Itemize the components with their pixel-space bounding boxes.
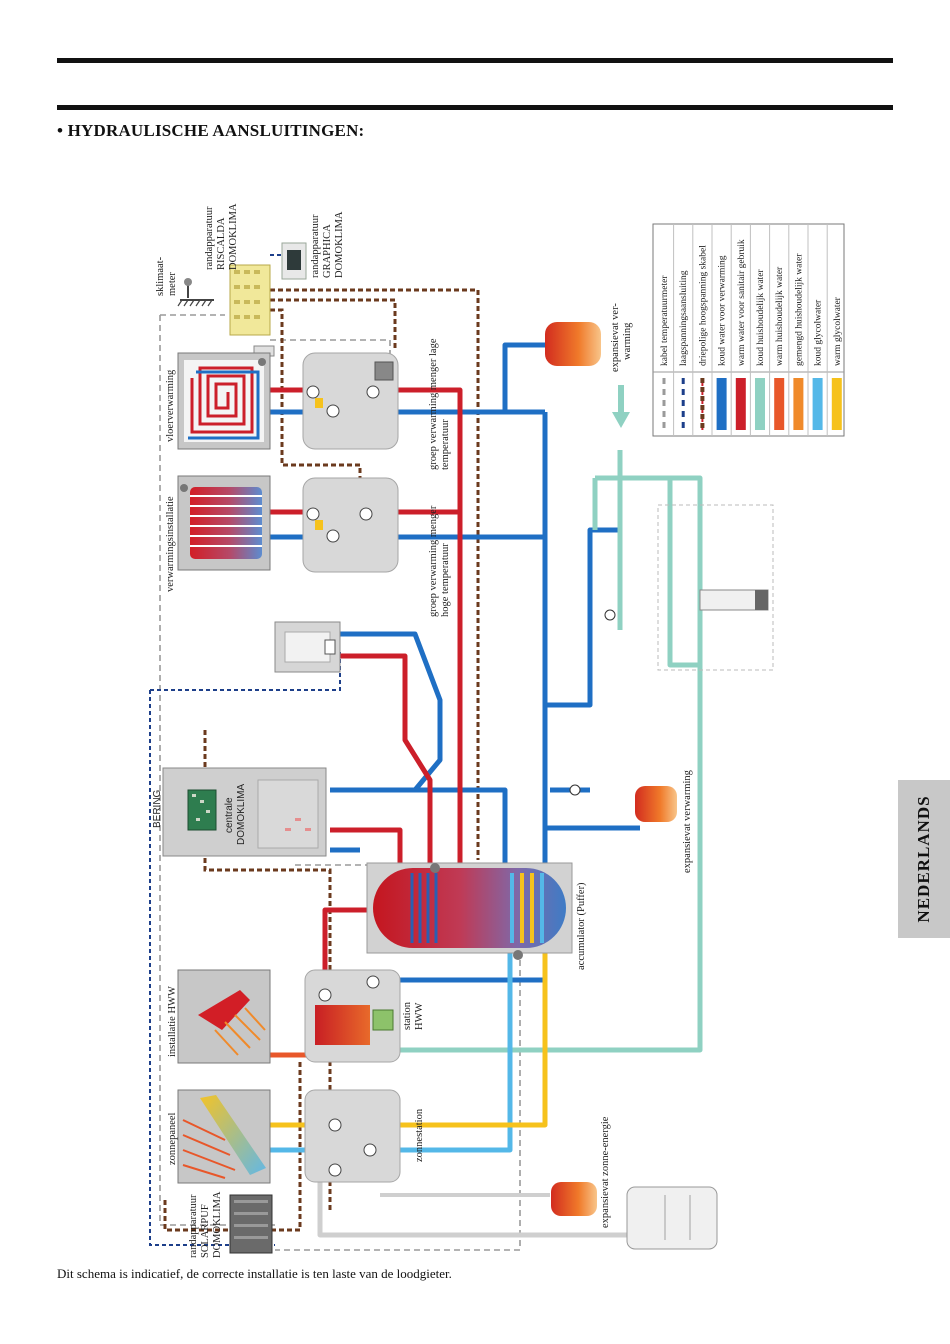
cold-heating-pipe	[502, 342, 545, 412]
radiator-panel	[177, 475, 271, 571]
expansion-vessel-top	[545, 322, 601, 366]
cold-domestic-pipe	[667, 478, 700, 668]
label-solarpuf: randapparatuur SOLARPUF DOMOKLIMA	[188, 1191, 223, 1258]
expansion-vessel-heating	[635, 786, 677, 822]
legend-item-label: warm glycolwater	[833, 296, 843, 366]
label-groep-lage: groep verwarming menger lage temperatuur	[428, 336, 451, 470]
footnote: Dit schema is indicatief, de correcte in…	[57, 1266, 452, 1281]
cold-heating-pipe	[545, 527, 620, 708]
label-riscalda: randapparatuur RISCALDA DOMOKLIMA	[204, 203, 239, 270]
legend-item-label: laagspanningsaansluiting	[679, 270, 689, 366]
label-bering: BERING	[152, 789, 163, 828]
riscalda-controller	[229, 264, 271, 336]
high-voltage-cable	[270, 308, 362, 490]
component-labels: randapparatuur RISCALDA DOMOKLIMA randap…	[152, 203, 693, 1258]
second-rule	[57, 105, 893, 110]
label-expansievat-zonne: expansievat zonne-energie	[600, 1116, 611, 1228]
hot-heating-pipe	[340, 653, 433, 865]
label-station-hww: station HWW	[402, 999, 425, 1030]
high-voltage-cable	[270, 288, 480, 860]
hydraulic-separator	[274, 621, 341, 673]
section-title: • HYDRAULISCHE AANSLUITINGEN:	[57, 121, 365, 140]
legend-item-label: koud huishoudelijk water	[756, 269, 766, 366]
label-accumulator: accumulator (Puffer)	[576, 882, 587, 970]
cold-heating-pipe	[330, 787, 508, 865]
label-graphica: randapparatuur GRAPHICA DOMOKLIMA	[310, 211, 345, 278]
mixer-group-low-temp	[302, 352, 399, 450]
legend-item-label: gemengd huishoudelijk water	[794, 253, 804, 366]
label-klimaatmeter: sklimaat- meter	[155, 254, 178, 296]
water-mixer-area	[657, 504, 774, 671]
label-groep-hoge: groep verwarming menger hoge temperatuur	[428, 503, 451, 617]
floor-heating-panel	[177, 352, 271, 450]
boiler-centrale	[162, 767, 327, 857]
label-verwarmingsinstallatie: verwarmingsinstallatie	[165, 496, 176, 592]
legend: kabel temperatuurmeter laagspanningsaansl…	[652, 223, 845, 437]
top-rule	[57, 58, 893, 63]
label-vloerverwarming: vloerverwarming	[165, 369, 176, 442]
hww-station	[304, 969, 401, 1063]
climate-meter-icon	[177, 278, 214, 307]
label-expansievat-top: expansievat ver- warming	[610, 300, 633, 372]
pressure-gauge-icon	[569, 784, 581, 796]
pressure-gauge-icon	[604, 609, 616, 621]
legend-item-label: koud glycolwater	[814, 299, 824, 366]
temperature-cable	[159, 315, 275, 1226]
expansion-vessel-solar	[551, 1182, 597, 1216]
language-label: NEDERLANDS	[914, 795, 933, 923]
graphica-thermostat	[281, 242, 307, 280]
accumulator-tank	[366, 862, 573, 960]
legend-item-label: koud water voor verwarming	[718, 255, 728, 366]
label-zonnestation: zonnestation	[414, 1108, 425, 1162]
hww-installation	[177, 969, 271, 1064]
legend-item-label: driepolige hoogspanning skabel	[698, 245, 708, 366]
cold-domestic-pipe	[400, 475, 703, 1053]
label-zonnepaneel: zonnepaneel	[167, 1112, 178, 1165]
label-centrale: centrale DOMOKLIMA	[224, 784, 247, 845]
low-voltage-cable	[150, 650, 341, 691]
high-voltage-cable	[270, 298, 397, 350]
language-tab: NEDERLANDS	[898, 780, 950, 938]
solar-drain-tank	[626, 1186, 718, 1250]
arrow-down-icon	[612, 412, 630, 428]
legend-item-label: warm huishoudelijk water	[775, 266, 785, 366]
solar-panel	[177, 1089, 271, 1184]
water-softener	[699, 589, 769, 611]
solar-station	[304, 1089, 401, 1183]
legend-item-label: kabel temperatuurmeter	[660, 275, 670, 366]
mixer-group-high-temp	[302, 477, 399, 573]
label-installatie-hww: installatie HWW	[167, 986, 178, 1057]
glycol-return-pipe	[317, 1175, 630, 1238]
label-expansievat-verwarming: expansievat verwarming	[682, 769, 693, 873]
hot-heating-pipe	[330, 827, 403, 865]
legend-item-label: warm water voor sanitair gebruik	[737, 239, 747, 366]
solarpuf-controller	[229, 1194, 273, 1254]
